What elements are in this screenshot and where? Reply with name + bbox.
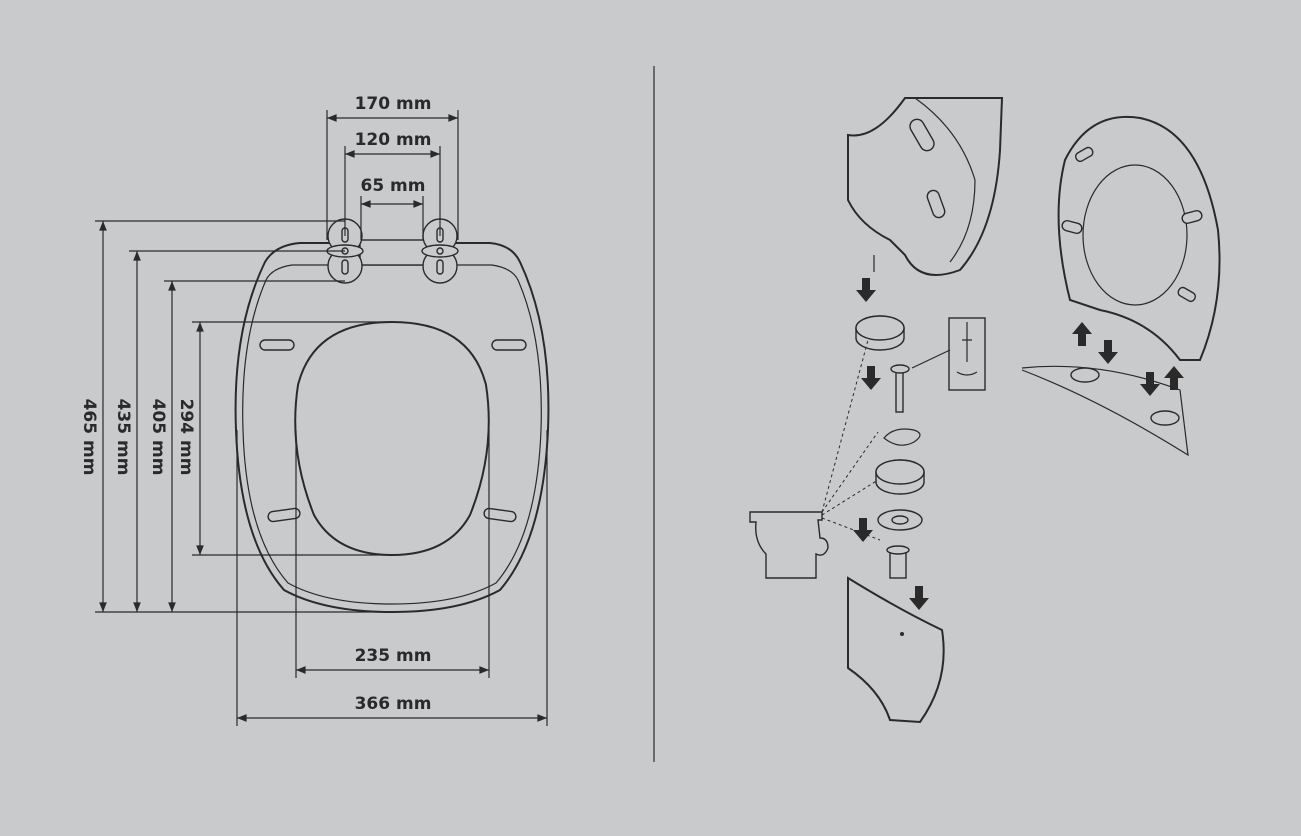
bumper-top-right <box>491 339 527 351</box>
arrow-up-2 <box>1164 366 1184 390</box>
toilet-icon <box>749 511 829 579</box>
dim-label-170: 170 mm <box>355 94 432 114</box>
gasket <box>883 428 921 446</box>
seat-outline <box>234 242 550 614</box>
arrow-down-5 <box>1098 340 1118 364</box>
dim-label-294: 294 mm <box>176 399 196 476</box>
arrow-down-2 <box>861 366 881 390</box>
dim-label-405: 405 mm <box>148 399 168 476</box>
dim-label-435: 435 mm <box>113 399 133 476</box>
dim-label-65: 65 mm <box>360 176 425 196</box>
arrow-up-1 <box>1072 322 1092 346</box>
dim-label-235: 235 mm <box>355 646 432 666</box>
screw <box>895 371 904 413</box>
arrow-down-4 <box>909 586 929 610</box>
arrow-down-3 <box>853 518 873 542</box>
seat-dimension-drawing: 170 mm 120 mm 65 mm 235 mm 366 mm 465 mm… <box>79 94 550 726</box>
assembly-illustration <box>749 97 1221 724</box>
dim-label-120: 120 mm <box>355 130 432 150</box>
seat-open-view <box>1057 115 1221 361</box>
dim-label-465: 465 mm <box>79 399 99 476</box>
arrow-down-1 <box>856 278 876 302</box>
bumper-top-left <box>259 339 295 351</box>
bumper-bottom-left <box>267 507 301 523</box>
seat-opening <box>294 320 490 557</box>
dim-label-366: 366 mm <box>355 694 432 714</box>
bumper-bottom-right <box>483 507 517 523</box>
arrow-down-6 <box>1140 372 1160 396</box>
